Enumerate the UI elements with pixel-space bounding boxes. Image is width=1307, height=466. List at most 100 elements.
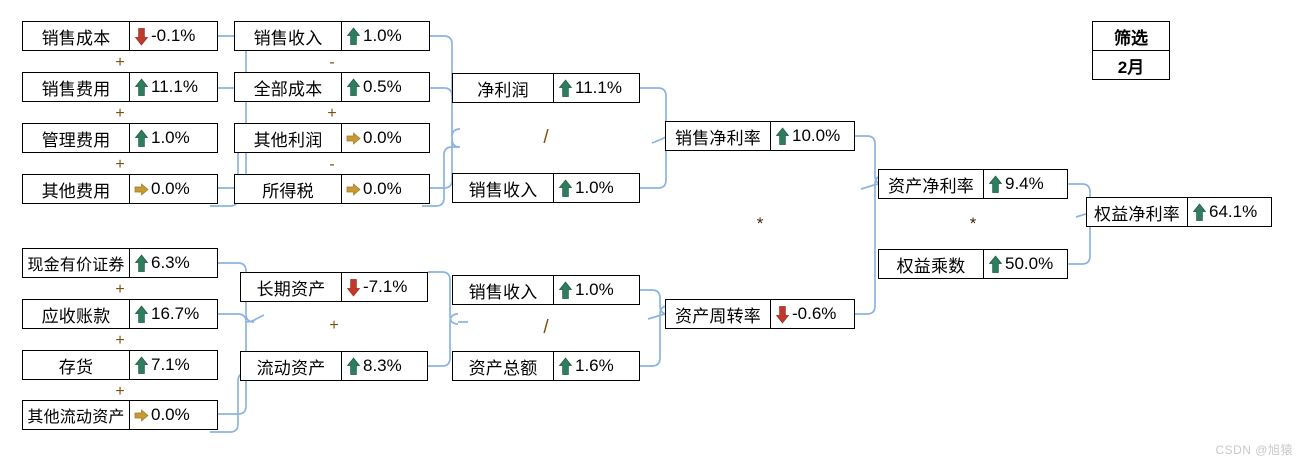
- arrow-down-icon: [134, 27, 149, 46]
- node-label: 应收账款: [41, 306, 111, 326]
- node-label: 销售收入: [468, 180, 538, 200]
- operator-minus-2: -: [329, 156, 335, 173]
- node-label: 资产净利率: [888, 176, 974, 196]
- node-value-text: 9.4%: [1005, 174, 1044, 193]
- arrow-up-icon: [134, 253, 149, 273]
- node-net-profit-margin[interactable]: 销售净利率 10.0%: [665, 121, 855, 151]
- node-label: 其他利润: [253, 130, 323, 150]
- node-value: 7.1%: [129, 351, 217, 379]
- node-value: 11.1%: [553, 74, 639, 102]
- arrow-up-icon: [558, 280, 573, 300]
- node-value-text: 50.0%: [1005, 254, 1054, 273]
- filter-selected-month[interactable]: 2月: [1117, 57, 1145, 77]
- node-label: 销售费用: [41, 79, 111, 99]
- node-value: 6.3%: [129, 249, 217, 277]
- node-value: -7.1%: [341, 273, 427, 301]
- node-accounts-receivable[interactable]: 应收账款 16.7%: [22, 299, 218, 329]
- node-value: -0.6%: [770, 300, 854, 328]
- arrow-up-icon: [558, 356, 573, 376]
- arrow-down-icon: [775, 305, 790, 324]
- node-value-text: 1.0%: [363, 26, 402, 45]
- node-value: 1.0%: [129, 124, 217, 152]
- node-value-text: 0.5%: [363, 77, 402, 96]
- node-total-cost[interactable]: 全部成本 0.5%: [234, 72, 430, 102]
- arrow-up-icon: [346, 26, 361, 46]
- node-other-current-assets[interactable]: 其他流动资产 0.0%: [22, 400, 218, 430]
- node-inventory[interactable]: 存货 7.1%: [22, 350, 218, 380]
- node-total-assets[interactable]: 资产总额 1.6%: [452, 351, 640, 381]
- node-label: 权益净利率: [1094, 204, 1180, 224]
- node-sales-revenue-1[interactable]: 销售收入 1.0%: [234, 21, 430, 51]
- node-value-text: 8.3%: [363, 356, 402, 375]
- node-long-term-assets[interactable]: 长期资产 -7.1%: [240, 272, 428, 302]
- operator-plus-5: +: [115, 281, 125, 298]
- node-label: 权益乘数: [896, 256, 966, 276]
- node-value: 0.0%: [129, 175, 217, 203]
- node-label: 销售成本: [41, 28, 111, 48]
- operator-plus-8: +: [329, 317, 339, 334]
- watermark: CSDN @旭猿: [1215, 443, 1293, 457]
- node-label: 销售收入: [253, 28, 323, 48]
- node-sales-revenue-3[interactable]: 销售收入 1.0%: [452, 275, 640, 305]
- arrow-right-icon: [134, 406, 149, 425]
- node-value: 9.4%: [983, 170, 1067, 198]
- arrow-right-icon: [134, 180, 149, 199]
- operator-minus-1: -: [329, 54, 335, 71]
- node-value: -0.1%: [129, 22, 217, 50]
- node-label: 其他流动资产: [27, 409, 125, 426]
- node-value: 11.1%: [129, 73, 217, 101]
- node-value-text: 0.0%: [363, 179, 402, 198]
- node-label: 存货: [58, 357, 94, 377]
- node-label: 管理费用: [41, 130, 111, 150]
- operator-plus-7: +: [115, 383, 125, 400]
- arrow-down-icon: [346, 278, 361, 297]
- node-cost-of-sales[interactable]: 销售成本 -0.1%: [22, 21, 218, 51]
- node-value: 1.6%: [553, 352, 639, 380]
- node-label: 现金有价证券: [27, 257, 125, 274]
- arrow-up-icon: [134, 355, 149, 375]
- node-label: 销售净利率: [675, 128, 761, 148]
- filter-title: 筛选: [1093, 22, 1169, 51]
- node-income-tax[interactable]: 所得税 0.0%: [234, 174, 430, 204]
- node-net-profit[interactable]: 净利润 11.1%: [452, 73, 640, 103]
- node-other-profit[interactable]: 其他利润 0.0%: [234, 123, 430, 153]
- node-value: 1.0%: [553, 276, 639, 304]
- node-label: 流动资产: [256, 358, 326, 378]
- node-sales-revenue-2[interactable]: 销售收入 1.0%: [452, 173, 640, 203]
- filter-card[interactable]: 筛选 2月: [1092, 21, 1170, 80]
- node-value: 0.0%: [129, 401, 217, 429]
- operator-divide-2: /: [543, 317, 549, 338]
- node-value-text: -0.6%: [792, 304, 837, 323]
- arrow-up-icon: [134, 77, 149, 97]
- node-return-on-equity[interactable]: 权益净利率 64.1%: [1086, 197, 1272, 227]
- node-value-text: 1.6%: [575, 356, 614, 375]
- node-current-assets[interactable]: 流动资产 8.3%: [240, 351, 428, 381]
- node-value-text: 1.0%: [575, 178, 614, 197]
- node-label: 销售收入: [468, 282, 538, 302]
- operator-times-2: *: [969, 214, 977, 233]
- node-admin-expense[interactable]: 管理费用 1.0%: [22, 123, 218, 153]
- node-other-expense[interactable]: 其他费用 0.0%: [22, 174, 218, 204]
- node-selling-expense[interactable]: 销售费用 11.1%: [22, 72, 218, 102]
- node-asset-turnover[interactable]: 资产周转率 -0.6%: [665, 299, 855, 329]
- arrow-up-icon: [988, 254, 1003, 274]
- node-value-text: 0.0%: [363, 128, 402, 147]
- node-return-on-assets[interactable]: 资产净利率 9.4%: [878, 169, 1068, 199]
- node-label: 资产总额: [468, 358, 538, 378]
- operator-plus-2: +: [115, 105, 125, 122]
- node-label: 资产周转率: [675, 306, 761, 326]
- node-value-text: 11.1%: [151, 77, 198, 96]
- node-equity-multiplier[interactable]: 权益乘数 50.0%: [878, 249, 1068, 279]
- node-value: 50.0%: [983, 250, 1067, 278]
- node-value: 16.7%: [129, 300, 217, 328]
- node-value-text: -0.1%: [151, 26, 196, 45]
- node-value-text: 0.0%: [151, 179, 190, 198]
- operator-plus-1: +: [115, 54, 125, 71]
- arrow-up-icon: [775, 126, 790, 146]
- arrow-up-icon: [1192, 202, 1207, 222]
- arrow-up-icon: [134, 304, 149, 324]
- node-cash-securities[interactable]: 现金有价证券 6.3%: [22, 248, 218, 278]
- node-label: 全部成本: [253, 79, 323, 99]
- node-value-text: 16.7%: [151, 304, 200, 323]
